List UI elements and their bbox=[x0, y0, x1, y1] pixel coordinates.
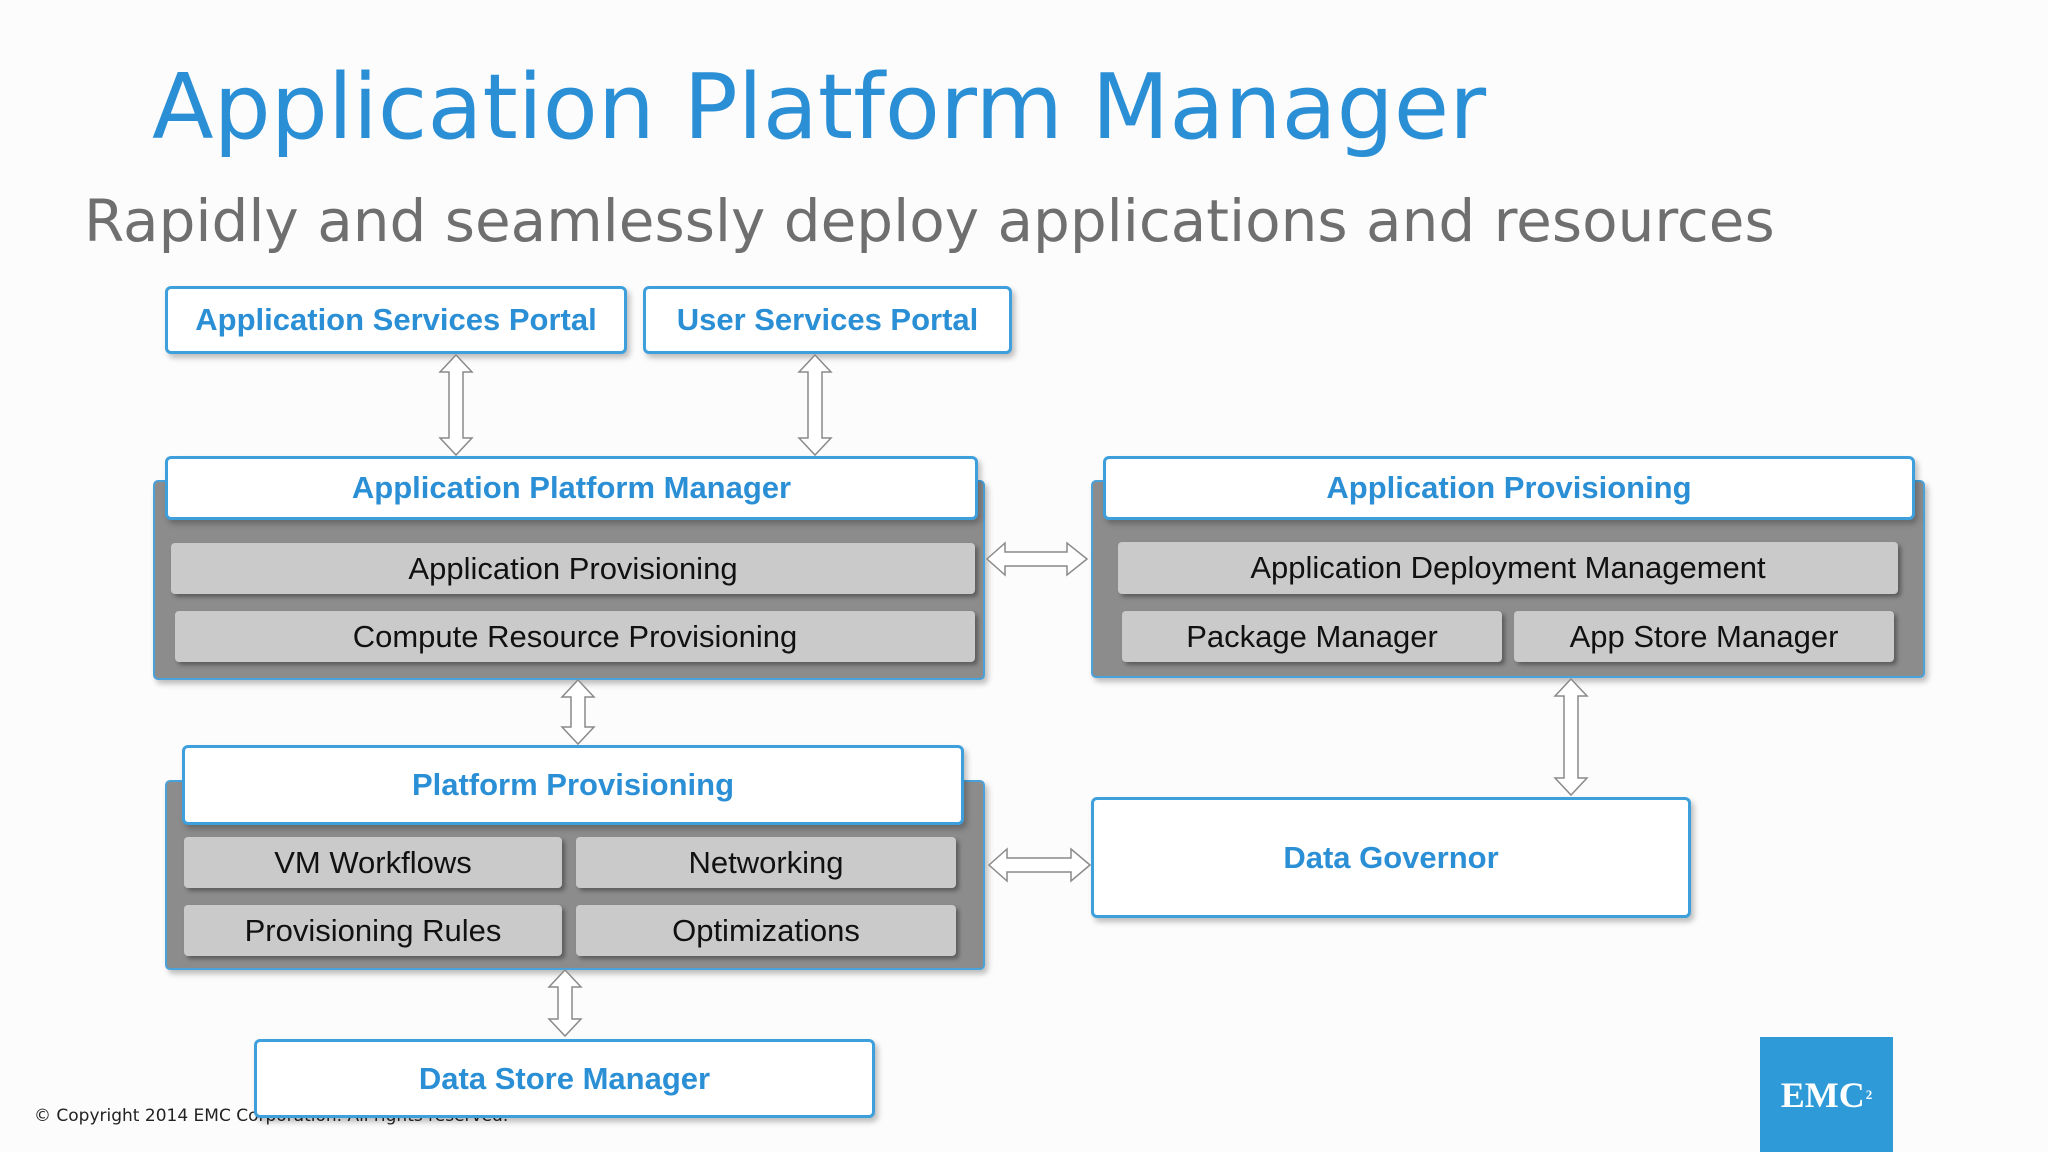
platform-provisioning-header: Platform Provisioning bbox=[182, 745, 964, 825]
slide-subtitle: Rapidly and seamlessly deploy applicatio… bbox=[84, 187, 1775, 255]
package-manager-item: Package Manager bbox=[1122, 611, 1502, 662]
arrow-usp-apm bbox=[797, 353, 833, 457]
apm-item-application-provisioning: Application Provisioning bbox=[171, 543, 975, 594]
application-services-portal-box: Application Services Portal bbox=[165, 286, 627, 354]
arrow-platform-datastore bbox=[547, 968, 583, 1038]
apm-item-compute-resource-provisioning: Compute Resource Provisioning bbox=[175, 611, 975, 662]
slide-title: Application Platform Manager bbox=[152, 55, 1487, 160]
arrow-apm-platform bbox=[560, 678, 596, 746]
data-store-manager-box: Data Store Manager bbox=[254, 1039, 875, 1118]
app-store-manager-item: App Store Manager bbox=[1514, 611, 1894, 662]
arrow-platform-governor bbox=[987, 847, 1092, 883]
arrow-appprov-governor bbox=[1553, 677, 1589, 797]
apm-header: Application Platform Manager bbox=[165, 456, 978, 520]
arrow-apm-appprov bbox=[985, 541, 1089, 577]
data-governor-box: Data Governor bbox=[1091, 797, 1691, 918]
app-deployment-management-item: Application Deployment Management bbox=[1118, 542, 1898, 594]
app-prov-header: Application Provisioning bbox=[1103, 456, 1915, 520]
vm-workflows-item: VM Workflows bbox=[184, 837, 562, 888]
networking-item: Networking bbox=[576, 837, 956, 888]
emc-logo-text: EMC bbox=[1780, 1074, 1865, 1115]
emc-logo-superscript: 2 bbox=[1865, 1086, 1873, 1102]
optimizations-item: Optimizations bbox=[576, 905, 956, 956]
arrow-asp-apm bbox=[438, 353, 474, 457]
provisioning-rules-item: Provisioning Rules bbox=[184, 905, 562, 956]
user-services-portal-box: User Services Portal bbox=[643, 286, 1012, 354]
